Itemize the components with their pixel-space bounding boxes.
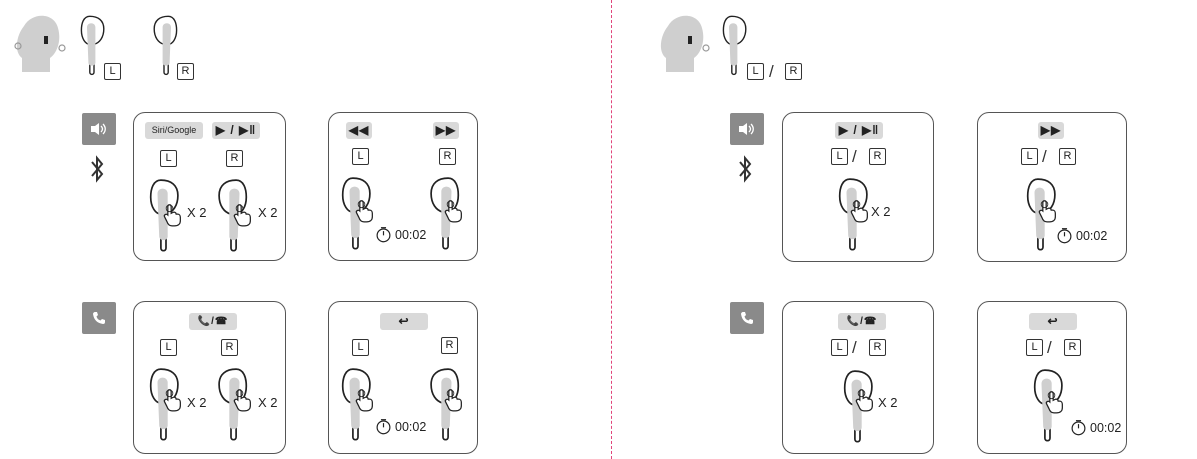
reject-call-pill: ↩	[1029, 313, 1077, 330]
hand-tap-icon	[1037, 199, 1057, 223]
double-tap-count: X 2	[878, 395, 898, 410]
right-label: R	[177, 63, 194, 80]
stopwatch-icon	[1056, 227, 1073, 244]
volume-icon	[91, 123, 106, 135]
left-label: L	[747, 63, 764, 80]
right-label: R	[221, 339, 238, 356]
phone-icon	[741, 312, 753, 324]
double-tap-count: X 2	[258, 395, 278, 410]
double-tap-count: X 2	[871, 204, 891, 219]
right-label: R	[869, 339, 886, 356]
long-press-duration: 00:02	[395, 227, 427, 242]
left-label: L	[160, 339, 177, 356]
panel-music-hold: ◀◀ ▶▶ L R 00:02	[328, 112, 478, 261]
left-label: L	[104, 63, 121, 80]
stopwatch-icon	[1070, 419, 1087, 436]
music-mode-button	[82, 113, 116, 145]
long-press-duration: 00:02	[1090, 420, 1122, 435]
slash-separator: /	[852, 338, 857, 357]
right-label: R	[1064, 339, 1081, 356]
right-label: R	[869, 148, 886, 165]
earbud-right-icon	[150, 6, 178, 84]
next-track-pill: ▶▶	[1038, 122, 1064, 139]
head-both-ears-icon	[14, 15, 66, 72]
play-pause-pill: ▶ / ▶‖	[835, 122, 883, 139]
next-track-pill: ▶▶	[433, 122, 459, 139]
phone-icon	[93, 312, 105, 324]
long-press-duration: 00:02	[395, 419, 427, 434]
hand-tap-icon	[443, 199, 463, 223]
head-single-ear-icon	[660, 15, 710, 72]
slash-separator: /	[769, 62, 774, 81]
long-press-timer: 00:02	[375, 418, 426, 435]
panel-call-tap: 📞/☎ L R X 2 X 2	[133, 301, 286, 454]
bluetooth-icon	[91, 155, 104, 183]
hand-tap-icon	[354, 388, 374, 412]
voice-assistant-pill: Siri/Google	[145, 122, 203, 139]
hand-tap-icon	[443, 388, 463, 412]
volume-icon	[739, 123, 754, 135]
right-label: R	[226, 150, 243, 167]
left-label: L	[160, 150, 177, 167]
answer-end-call-pill: 📞/☎	[838, 313, 886, 330]
panel-mono-music-hold: ▶▶ L / R 00:02	[977, 112, 1127, 262]
panel-music-tap: Siri/Google ▶ / ▶‖ L R X 2 X 2	[133, 112, 286, 261]
hand-tap-icon	[162, 388, 182, 412]
bluetooth-icon	[739, 155, 752, 183]
hand-tap-icon	[849, 199, 869, 223]
panel-mono-call-tap: 📞/☎ L / R X 2	[782, 301, 934, 454]
answer-end-call-pill: 📞/☎	[189, 313, 237, 330]
left-label: L	[352, 148, 369, 165]
hand-tap-icon	[162, 203, 182, 227]
long-press-timer: 00:02	[1070, 419, 1121, 436]
hand-tap-icon	[354, 199, 374, 223]
hand-tap-icon	[854, 388, 874, 412]
long-press-duration: 00:02	[1076, 228, 1108, 243]
previous-track-pill: ◀◀	[346, 122, 372, 139]
call-mode-button	[82, 302, 116, 334]
right-label: R	[441, 337, 458, 354]
play-pause-pill: ▶ / ▶‖	[212, 122, 260, 139]
hand-tap-icon	[232, 203, 252, 227]
panel-call-hold: ↩ L R 00:02	[328, 301, 478, 454]
left-label: L	[831, 339, 848, 356]
left-label: L	[831, 148, 848, 165]
double-tap-count: X 2	[187, 205, 207, 220]
hand-tap-icon	[232, 388, 252, 412]
slash-separator: /	[852, 147, 857, 166]
double-tap-count: X 2	[258, 205, 278, 220]
long-press-timer: 00:02	[375, 226, 426, 243]
right-label: R	[1059, 148, 1076, 165]
reject-call-pill: ↩	[380, 313, 428, 330]
left-label: L	[1026, 339, 1043, 356]
page-divider	[611, 0, 612, 459]
slash-separator: /	[1047, 338, 1052, 357]
left-label: L	[352, 339, 369, 356]
long-press-timer: 00:02	[1056, 227, 1107, 244]
hand-tap-icon	[1044, 390, 1064, 414]
earbud-icon	[722, 6, 750, 84]
panel-mono-music-tap: ▶ / ▶‖ L / R X 2	[782, 112, 934, 262]
call-mode-button	[730, 302, 764, 334]
music-mode-button	[730, 113, 764, 145]
stopwatch-icon	[375, 418, 392, 435]
right-label: R	[785, 63, 802, 80]
stopwatch-icon	[375, 226, 392, 243]
right-label: R	[439, 148, 456, 165]
slash-separator: /	[1042, 147, 1047, 166]
panel-mono-call-hold: ↩ L / R 00:02	[977, 301, 1127, 454]
double-tap-count: X 2	[187, 395, 207, 410]
left-label: L	[1021, 148, 1038, 165]
